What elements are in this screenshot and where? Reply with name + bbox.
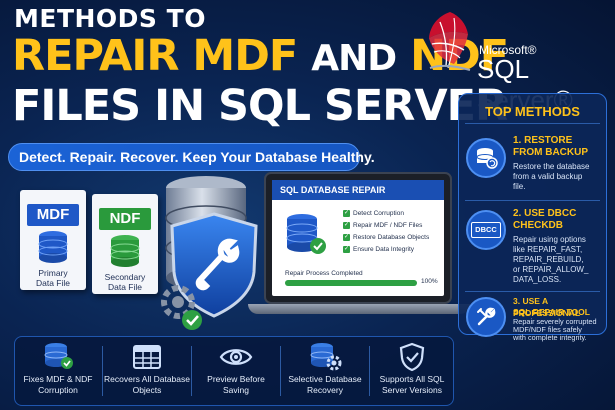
progress-percent: 100% <box>421 278 438 285</box>
mdf-label-1: Primary <box>38 268 68 278</box>
method-2-title-1: 2. USE DBCC <box>513 208 577 219</box>
checkbox-checked-icon: ✓ <box>343 246 350 253</box>
database-icon <box>110 235 140 267</box>
title-connector: AND <box>311 38 397 79</box>
method-2-desc-5: DATA_LOSS. <box>513 275 562 284</box>
top-methods-title: TOP METHODS <box>485 104 580 119</box>
feature-supports-versions: Supports All SQL Server Versions <box>370 340 454 395</box>
feature-preview: Preview Before Saving <box>192 340 280 395</box>
database-check-icon <box>286 214 326 254</box>
method-2-desc-1: Repair using options <box>513 235 586 244</box>
method-2-desc-4: or REPAIR_ALLOW_ <box>513 265 589 274</box>
eye-icon <box>219 349 253 365</box>
feature-recovers-objects: Recovers All Database Objects <box>103 340 191 395</box>
panel-divider <box>465 200 600 201</box>
check-item: ✓Detect Corruption <box>343 210 404 217</box>
method-3-desc-2: MDF/NDF files safely <box>513 325 582 334</box>
method-2-desc-2: like REPAIR_FAST, <box>513 245 583 254</box>
checkbox-checked-icon: ✓ <box>343 210 350 217</box>
ndf-file-card: NDF Secondary Data File <box>92 194 158 294</box>
database-check-icon <box>44 343 73 369</box>
panel-divider <box>465 291 600 292</box>
method-1-title-1: 1. RESTORE <box>513 135 573 146</box>
restore-backup-icon <box>466 138 506 178</box>
feature-fixes-corruption: Fixes MDF & NDF Corruption <box>14 340 102 395</box>
table-grid-icon <box>133 345 161 369</box>
mdf-label-2: Data File <box>35 278 70 288</box>
method-1-desc-3: file. <box>513 182 526 191</box>
repair-checklist: ✓Detect Corruption ✓Repair MDF / NDF Fil… <box>343 210 429 253</box>
repair-tool-icon <box>466 297 506 337</box>
ndf-label-1: Secondary <box>104 272 146 282</box>
method-2-title-2: CHECKDB <box>513 220 563 231</box>
title-line-3: FILES IN SQL SERVER <box>12 81 508 131</box>
ndf-label-2: Data File <box>107 282 142 292</box>
tagline-banner: Detect. Repair. Recover. Keep Your Datab… <box>8 143 375 171</box>
features-bar <box>14 336 454 406</box>
feature-selective-recovery: Selective Database Recovery <box>281 340 369 395</box>
dbcc-icon: DBCC <box>466 210 506 250</box>
logo-company: Microsoft® <box>479 43 537 57</box>
check-item: ✓Repair MDF / NDF Files <box>343 222 423 229</box>
method-3-desc-3: with complete integrity. <box>513 333 587 342</box>
laptop-base <box>248 304 470 314</box>
ndf-tab: NDF <box>99 208 151 230</box>
sql-server-logo-icon <box>429 12 471 71</box>
check-item: ✓Ensure Data Integrity <box>343 246 415 253</box>
checkbox-checked-icon: ✓ <box>343 222 350 229</box>
shield-check-icon <box>399 342 425 372</box>
title-highlight: REPAIR MDF <box>12 31 298 81</box>
repair-window-title: SQL DATABASE REPAIR <box>272 180 444 200</box>
database-shield-illustration <box>161 176 258 330</box>
progress-fill <box>285 280 417 286</box>
feature-divider <box>369 346 370 396</box>
method-3-desc-1: Repair severely corrupted <box>513 317 597 326</box>
method-3-title-1: 3. USE A PROFESSIONAL <box>513 296 581 318</box>
mdf-file-card: MDF Primary Data File <box>20 190 86 290</box>
title-line-2: REPAIR MDF AND NDF <box>12 31 509 83</box>
method-1-title-2: FROM BACKUP <box>513 147 588 158</box>
title-line-1: METHODS TO <box>14 4 206 33</box>
panel-divider <box>465 123 600 124</box>
method-1-desc-1: Restore the database <box>513 162 590 171</box>
feature-divider <box>102 346 103 396</box>
database-icon <box>38 231 68 263</box>
method-2-desc-3: REPAIR_REBUILD, <box>513 255 584 264</box>
feature-divider <box>191 346 192 396</box>
feature-divider <box>280 346 281 396</box>
method-3-title-2: SQL REPAIR TOOL <box>513 307 590 317</box>
method-1-desc-2: from a valid backup <box>513 172 583 181</box>
progress-label: Repair Process Completed <box>285 270 363 277</box>
check-item: ✓Restore Database Objects <box>343 234 430 241</box>
database-gear-icon <box>310 343 342 371</box>
mdf-tab: MDF <box>27 204 79 226</box>
checkbox-checked-icon: ✓ <box>343 234 350 241</box>
